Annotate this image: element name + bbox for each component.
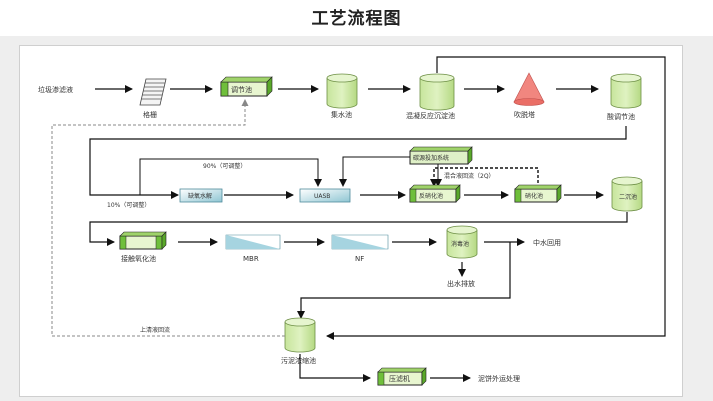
discharge-label: 出水排放 bbox=[447, 279, 475, 288]
stripping-tower-cone bbox=[513, 72, 545, 106]
supernatant-return-line bbox=[51, 99, 285, 337]
nitrification-label: 硝化池 bbox=[525, 192, 543, 200]
uasb-box bbox=[299, 188, 351, 203]
flow-to-hydrolysis bbox=[89, 126, 627, 199]
filter-press-label: 压滤机 bbox=[389, 374, 410, 383]
page-header: 工艺流程图 bbox=[0, 0, 713, 36]
stripping-tower-label: 吹脱塔 bbox=[514, 110, 535, 119]
reflux-label: 混合液回流（2Q） bbox=[444, 172, 495, 180]
secondary-clarifier-label: 二沉池 bbox=[619, 193, 637, 201]
nf-box bbox=[331, 234, 389, 250]
contact-oxidation-box bbox=[119, 231, 167, 250]
supernatant-label: 上清液回流 bbox=[140, 326, 170, 334]
flow-to-press bbox=[299, 354, 371, 382]
sludge-thickener-label: 污泥浓缩池 bbox=[281, 356, 316, 365]
collection-tank-cylinder bbox=[326, 73, 358, 109]
flow-to-contact bbox=[89, 212, 628, 246]
dosing-to-uasb bbox=[339, 156, 410, 187]
nitrification-box bbox=[514, 184, 562, 203]
acid-tank-cylinder bbox=[610, 73, 642, 109]
split-90-label: 90%（可调整） bbox=[203, 162, 246, 170]
hydrolysis-box bbox=[179, 188, 223, 203]
bypass-90-line bbox=[139, 158, 322, 195]
sludge-thickener-cylinder bbox=[284, 317, 316, 353]
mbr-box bbox=[225, 234, 281, 250]
reuse-label: 中水回用 bbox=[533, 238, 561, 247]
page-title: 工艺流程图 bbox=[311, 9, 402, 29]
disinfection-tank-label: 消毒池 bbox=[451, 240, 469, 248]
filter-press-box bbox=[377, 367, 427, 386]
regulating-tank-label: 调节池 bbox=[231, 85, 252, 94]
acid-tank-label: 酸调节池 bbox=[607, 112, 635, 121]
hydrolysis-label: 缺氧水解 bbox=[188, 192, 212, 200]
input-label: 垃圾渗滤液 bbox=[38, 85, 73, 94]
denitrification-label: 反硝化池 bbox=[419, 192, 443, 200]
sludge-line-coag bbox=[326, 56, 666, 340]
collection-tank-label: 集水池 bbox=[331, 110, 352, 119]
split-10-label: 10%（可调整） bbox=[107, 201, 150, 209]
regulating-tank-box bbox=[220, 76, 273, 97]
contact-oxidation-label: 接触氧化池 bbox=[121, 254, 156, 263]
disinfection-tank-cylinder bbox=[446, 225, 478, 259]
coagulation-tank-cylinder bbox=[419, 73, 455, 111]
reflux-line bbox=[430, 167, 539, 188]
screen-icon bbox=[139, 78, 167, 106]
sludge-cake-label: 泥饼外运处理 bbox=[478, 374, 520, 383]
denitrification-box bbox=[409, 184, 461, 203]
dosing-system-label: 碳源投加系统 bbox=[413, 154, 449, 162]
coagulation-tank-label: 混凝反应沉淀池 bbox=[406, 111, 455, 120]
mbr-label: MBR bbox=[243, 255, 259, 263]
secondary-clarifier-cylinder bbox=[611, 176, 643, 212]
sludge-line-clarifier bbox=[297, 242, 511, 319]
uasb-label: UASB bbox=[314, 193, 330, 200]
nf-label: NF bbox=[355, 255, 364, 263]
screen-label: 格栅 bbox=[143, 110, 157, 119]
